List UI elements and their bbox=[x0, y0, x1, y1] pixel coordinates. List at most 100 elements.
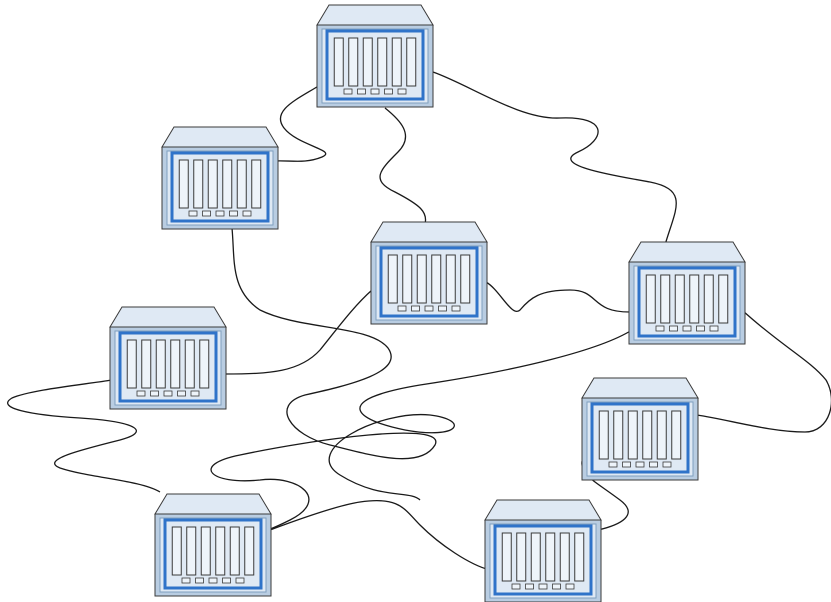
server-slot bbox=[675, 275, 684, 323]
server-slot bbox=[245, 527, 254, 575]
server-slot bbox=[560, 533, 569, 581]
server-port bbox=[412, 306, 420, 311]
network-cable bbox=[433, 72, 676, 245]
server-rack-icon bbox=[582, 378, 698, 480]
server-slot bbox=[657, 411, 666, 459]
server-slot bbox=[643, 411, 652, 459]
network-cable bbox=[225, 290, 372, 374]
server-slot bbox=[378, 38, 387, 86]
server-slot bbox=[171, 340, 180, 388]
server-slot bbox=[614, 411, 623, 459]
server-port bbox=[566, 584, 574, 589]
server-port bbox=[710, 326, 718, 331]
server-slot bbox=[127, 340, 136, 388]
server-slot bbox=[392, 38, 401, 86]
server-slot bbox=[187, 527, 196, 575]
server-slot bbox=[194, 160, 203, 208]
server-slot bbox=[172, 527, 181, 575]
server-port bbox=[243, 211, 251, 216]
server-slot bbox=[661, 275, 670, 323]
server-port bbox=[526, 584, 534, 589]
server-port bbox=[623, 462, 631, 467]
server-slot bbox=[156, 340, 165, 388]
server-slot bbox=[417, 255, 426, 303]
server-slot bbox=[628, 411, 637, 459]
server-slot bbox=[672, 411, 681, 459]
server-rack-icon bbox=[317, 5, 433, 107]
server-port bbox=[209, 578, 217, 583]
server-port bbox=[656, 326, 664, 331]
server-slot bbox=[208, 160, 217, 208]
server-port bbox=[344, 89, 352, 94]
server-slot bbox=[646, 275, 655, 323]
server-slot bbox=[223, 160, 232, 208]
server-port bbox=[439, 306, 447, 311]
server-slot bbox=[461, 255, 470, 303]
server-slot bbox=[349, 38, 358, 86]
server-slot bbox=[407, 38, 416, 86]
server-layer bbox=[110, 5, 745, 602]
server-port bbox=[371, 89, 379, 94]
server-rack-icon bbox=[371, 222, 487, 324]
server-port bbox=[203, 211, 211, 216]
server-slot bbox=[517, 533, 526, 581]
server-port bbox=[191, 391, 199, 396]
server-port bbox=[398, 89, 406, 94]
server-port bbox=[512, 584, 520, 589]
server-port bbox=[697, 326, 705, 331]
server-slot bbox=[216, 527, 225, 575]
network-cable bbox=[380, 108, 426, 224]
server-rack-icon bbox=[485, 500, 601, 602]
server-rack-icon bbox=[162, 127, 278, 229]
server-slot bbox=[200, 340, 209, 388]
server-port bbox=[230, 211, 238, 216]
server-slot bbox=[546, 533, 555, 581]
server-slot bbox=[237, 160, 246, 208]
server-port bbox=[385, 89, 393, 94]
server-port bbox=[196, 578, 204, 583]
server-port bbox=[670, 326, 678, 331]
server-slot bbox=[531, 533, 540, 581]
server-slot bbox=[403, 255, 412, 303]
server-port bbox=[425, 306, 433, 311]
server-slot bbox=[185, 340, 194, 388]
server-port bbox=[164, 391, 172, 396]
server-slot bbox=[363, 38, 372, 86]
server-slot bbox=[502, 533, 511, 581]
server-rack-icon bbox=[629, 242, 745, 344]
network-cable bbox=[486, 282, 632, 312]
server-port bbox=[182, 578, 190, 583]
server-port bbox=[452, 306, 460, 311]
server-slot bbox=[599, 411, 608, 459]
server-port bbox=[151, 391, 159, 396]
server-slot bbox=[575, 533, 584, 581]
server-slot bbox=[432, 255, 441, 303]
server-slot bbox=[201, 527, 210, 575]
server-port bbox=[178, 391, 186, 396]
server-rack-icon bbox=[155, 494, 271, 596]
server-slot bbox=[690, 275, 699, 323]
server-port bbox=[553, 584, 561, 589]
server-slot bbox=[142, 340, 151, 388]
server-port bbox=[539, 584, 547, 589]
server-port bbox=[189, 211, 197, 216]
server-slot bbox=[704, 275, 713, 323]
server-slot bbox=[334, 38, 343, 86]
server-slot bbox=[252, 160, 261, 208]
server-port bbox=[663, 462, 671, 467]
server-slot bbox=[446, 255, 455, 303]
server-port bbox=[683, 326, 691, 331]
server-port bbox=[236, 578, 244, 583]
server-slot bbox=[719, 275, 728, 323]
server-port bbox=[358, 89, 366, 94]
server-port bbox=[609, 462, 617, 467]
server-port bbox=[137, 391, 145, 396]
server-port bbox=[223, 578, 231, 583]
server-port bbox=[650, 462, 658, 467]
server-rack-icon bbox=[110, 307, 226, 409]
server-port bbox=[398, 306, 406, 311]
server-slot bbox=[230, 527, 239, 575]
server-slot bbox=[179, 160, 188, 208]
server-slot bbox=[388, 255, 397, 303]
